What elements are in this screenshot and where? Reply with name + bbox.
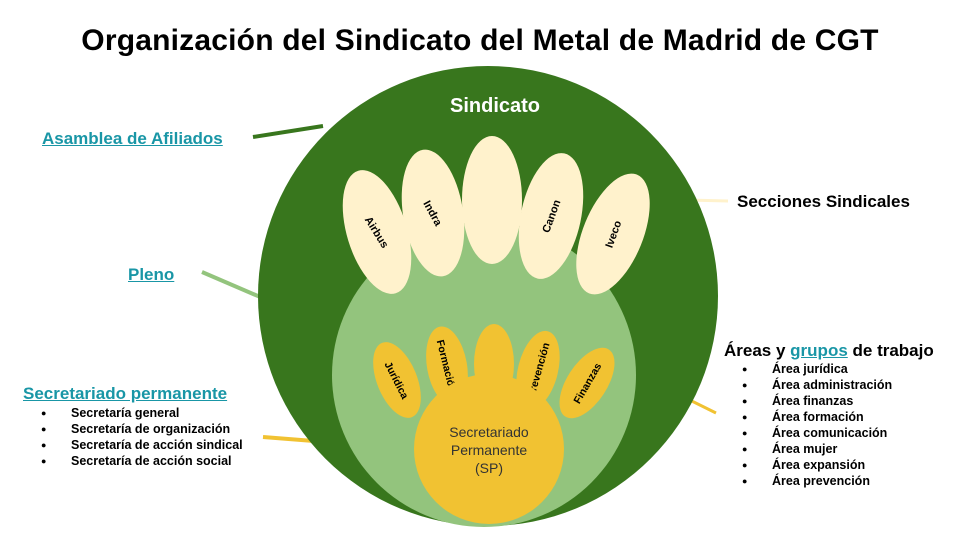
- list-item: Secretaría de organización: [23, 421, 243, 437]
- pleno-link[interactable]: Pleno: [128, 265, 175, 284]
- list-item: Área jurídica: [724, 361, 892, 377]
- list-item: Área prevención: [724, 473, 892, 489]
- grupos-link[interactable]: grupos: [790, 341, 848, 360]
- seccion-petal-airbus: Airbus: [342, 170, 412, 294]
- list-item: Secretaría de acción social: [23, 453, 243, 469]
- list-item: Área expansión: [724, 457, 892, 473]
- diagram-title: Organización del Sindicato del Metal de …: [81, 24, 879, 57]
- seccion-petal-center: [462, 136, 522, 264]
- asamblea-connector: [252, 124, 324, 139]
- sindicato-label: Sindicato: [450, 95, 540, 117]
- area-petal-finanzas: Finanzas: [559, 347, 615, 419]
- secciones-sindicales-label: Secciones Sindicales: [737, 192, 910, 211]
- sp-label-line2: Permanente: [451, 442, 527, 458]
- areas-heading-prefix: Áreas y: [724, 341, 791, 360]
- list-item: Secretaría general: [23, 405, 243, 421]
- list-item: Área formación: [724, 409, 892, 425]
- sp-circle: [414, 374, 564, 524]
- secretariado-permanente-link[interactable]: Secretariado permanente: [23, 384, 228, 403]
- seccion-petal-indra: Indra: [401, 149, 465, 277]
- seccion-petal-canon: Canon: [518, 153, 584, 279]
- seccion-petal-iveco: Iveco: [576, 173, 650, 295]
- list-item: Área comunicación: [724, 425, 892, 441]
- sp-label-line1: Secretariado: [449, 424, 529, 440]
- areas-heading-suffix: de trabajo: [847, 341, 934, 360]
- area-petal-juridica: Jurídica: [373, 342, 421, 418]
- list-item: Área administración: [724, 377, 892, 393]
- list-item: Secretaría de acción sindical: [23, 437, 243, 453]
- asamblea-link[interactable]: Asamblea de Afiliados: [42, 129, 223, 148]
- areas-list: Área jurídica Área administración Área f…: [724, 361, 892, 489]
- secretariado-list: Secretaría general Secretaría de organiz…: [23, 405, 243, 469]
- areas-grupos-heading: Áreas y grupos de trabajo: [724, 341, 934, 361]
- sp-label-line3: (SP): [475, 460, 503, 476]
- list-item: Área mujer: [724, 441, 892, 457]
- list-item: Área finanzas: [724, 393, 892, 409]
